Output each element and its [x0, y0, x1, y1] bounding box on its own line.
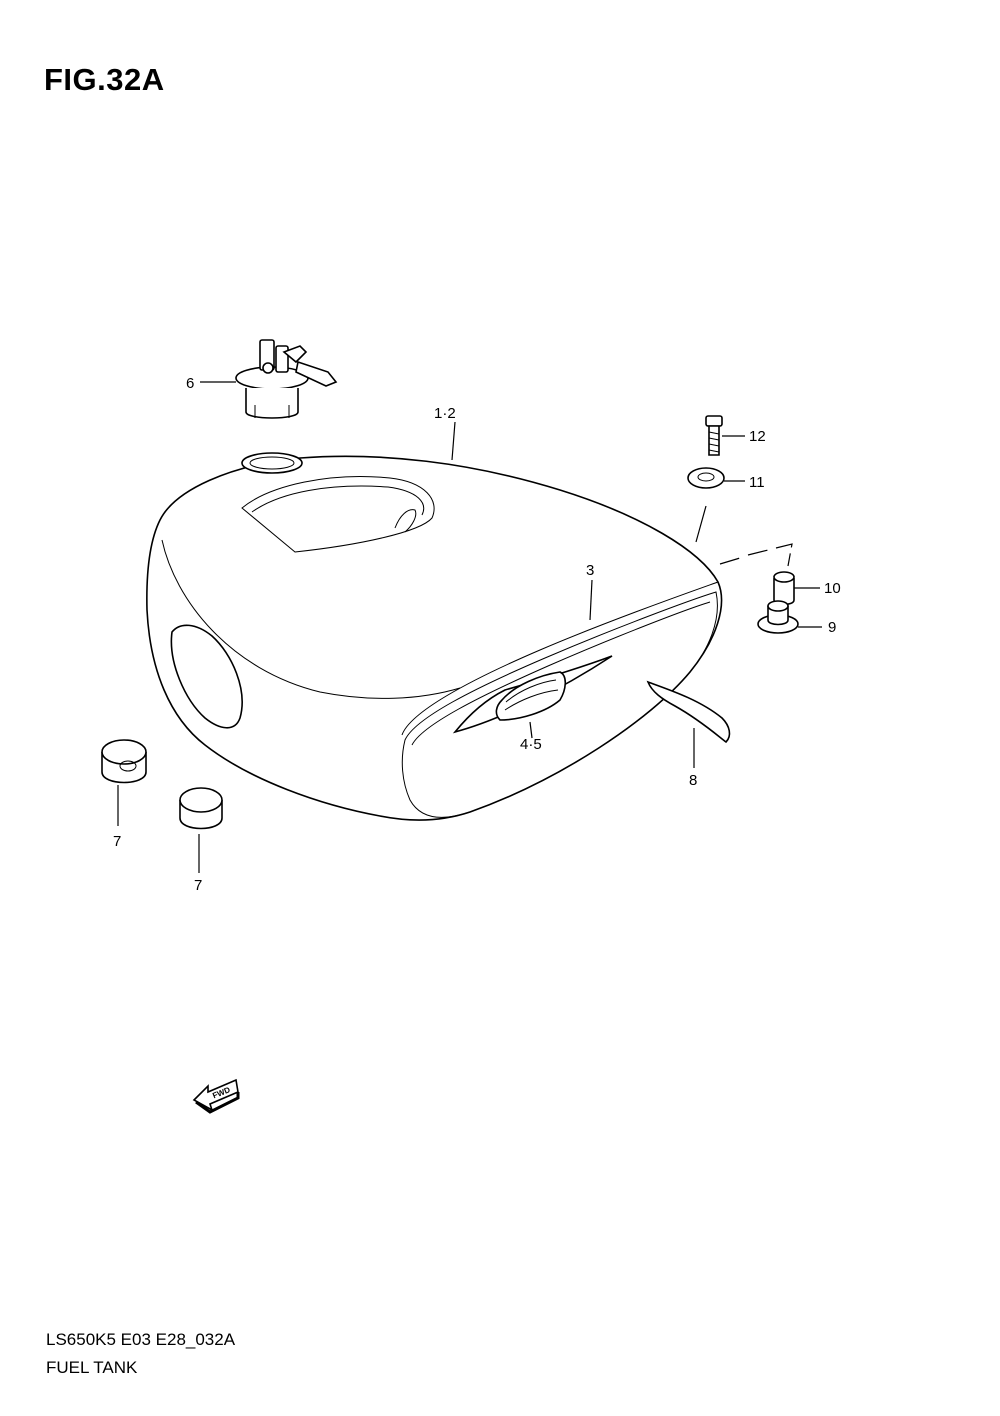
callout-11: 11: [749, 474, 765, 491]
cushion-11: [687, 467, 725, 489]
callout-8: 8: [689, 772, 697, 789]
callout-7-left: 7: [113, 833, 121, 850]
callout-4-5: 4·5: [520, 736, 542, 753]
callout-6: 6: [186, 375, 194, 392]
figure-title: FIG.32A: [44, 62, 165, 97]
callout-1-2: 1·2: [434, 405, 456, 422]
fuel-tank: [146, 452, 723, 821]
fuel-cap-assembly: [235, 339, 338, 419]
bolt-12: [705, 415, 723, 456]
callout-10: 10: [824, 580, 841, 597]
cushion-7-right: [179, 787, 223, 830]
forward-arrow-icon: FWD: [192, 1078, 240, 1114]
spacer-10: [773, 571, 795, 606]
rubber-strip-8: [646, 680, 731, 744]
figure-code: LS650K5 E03 E28_032A: [46, 1330, 236, 1349]
callout-3: 3: [586, 562, 594, 579]
callout-12: 12: [749, 428, 766, 445]
figure-name: FUEL TANK: [46, 1358, 138, 1377]
callout-9: 9: [828, 619, 836, 636]
cushion-9: [757, 600, 799, 634]
cushion-7-left: [101, 739, 147, 784]
callout-7-right: 7: [194, 877, 202, 894]
leader-lines: [117, 381, 822, 873]
